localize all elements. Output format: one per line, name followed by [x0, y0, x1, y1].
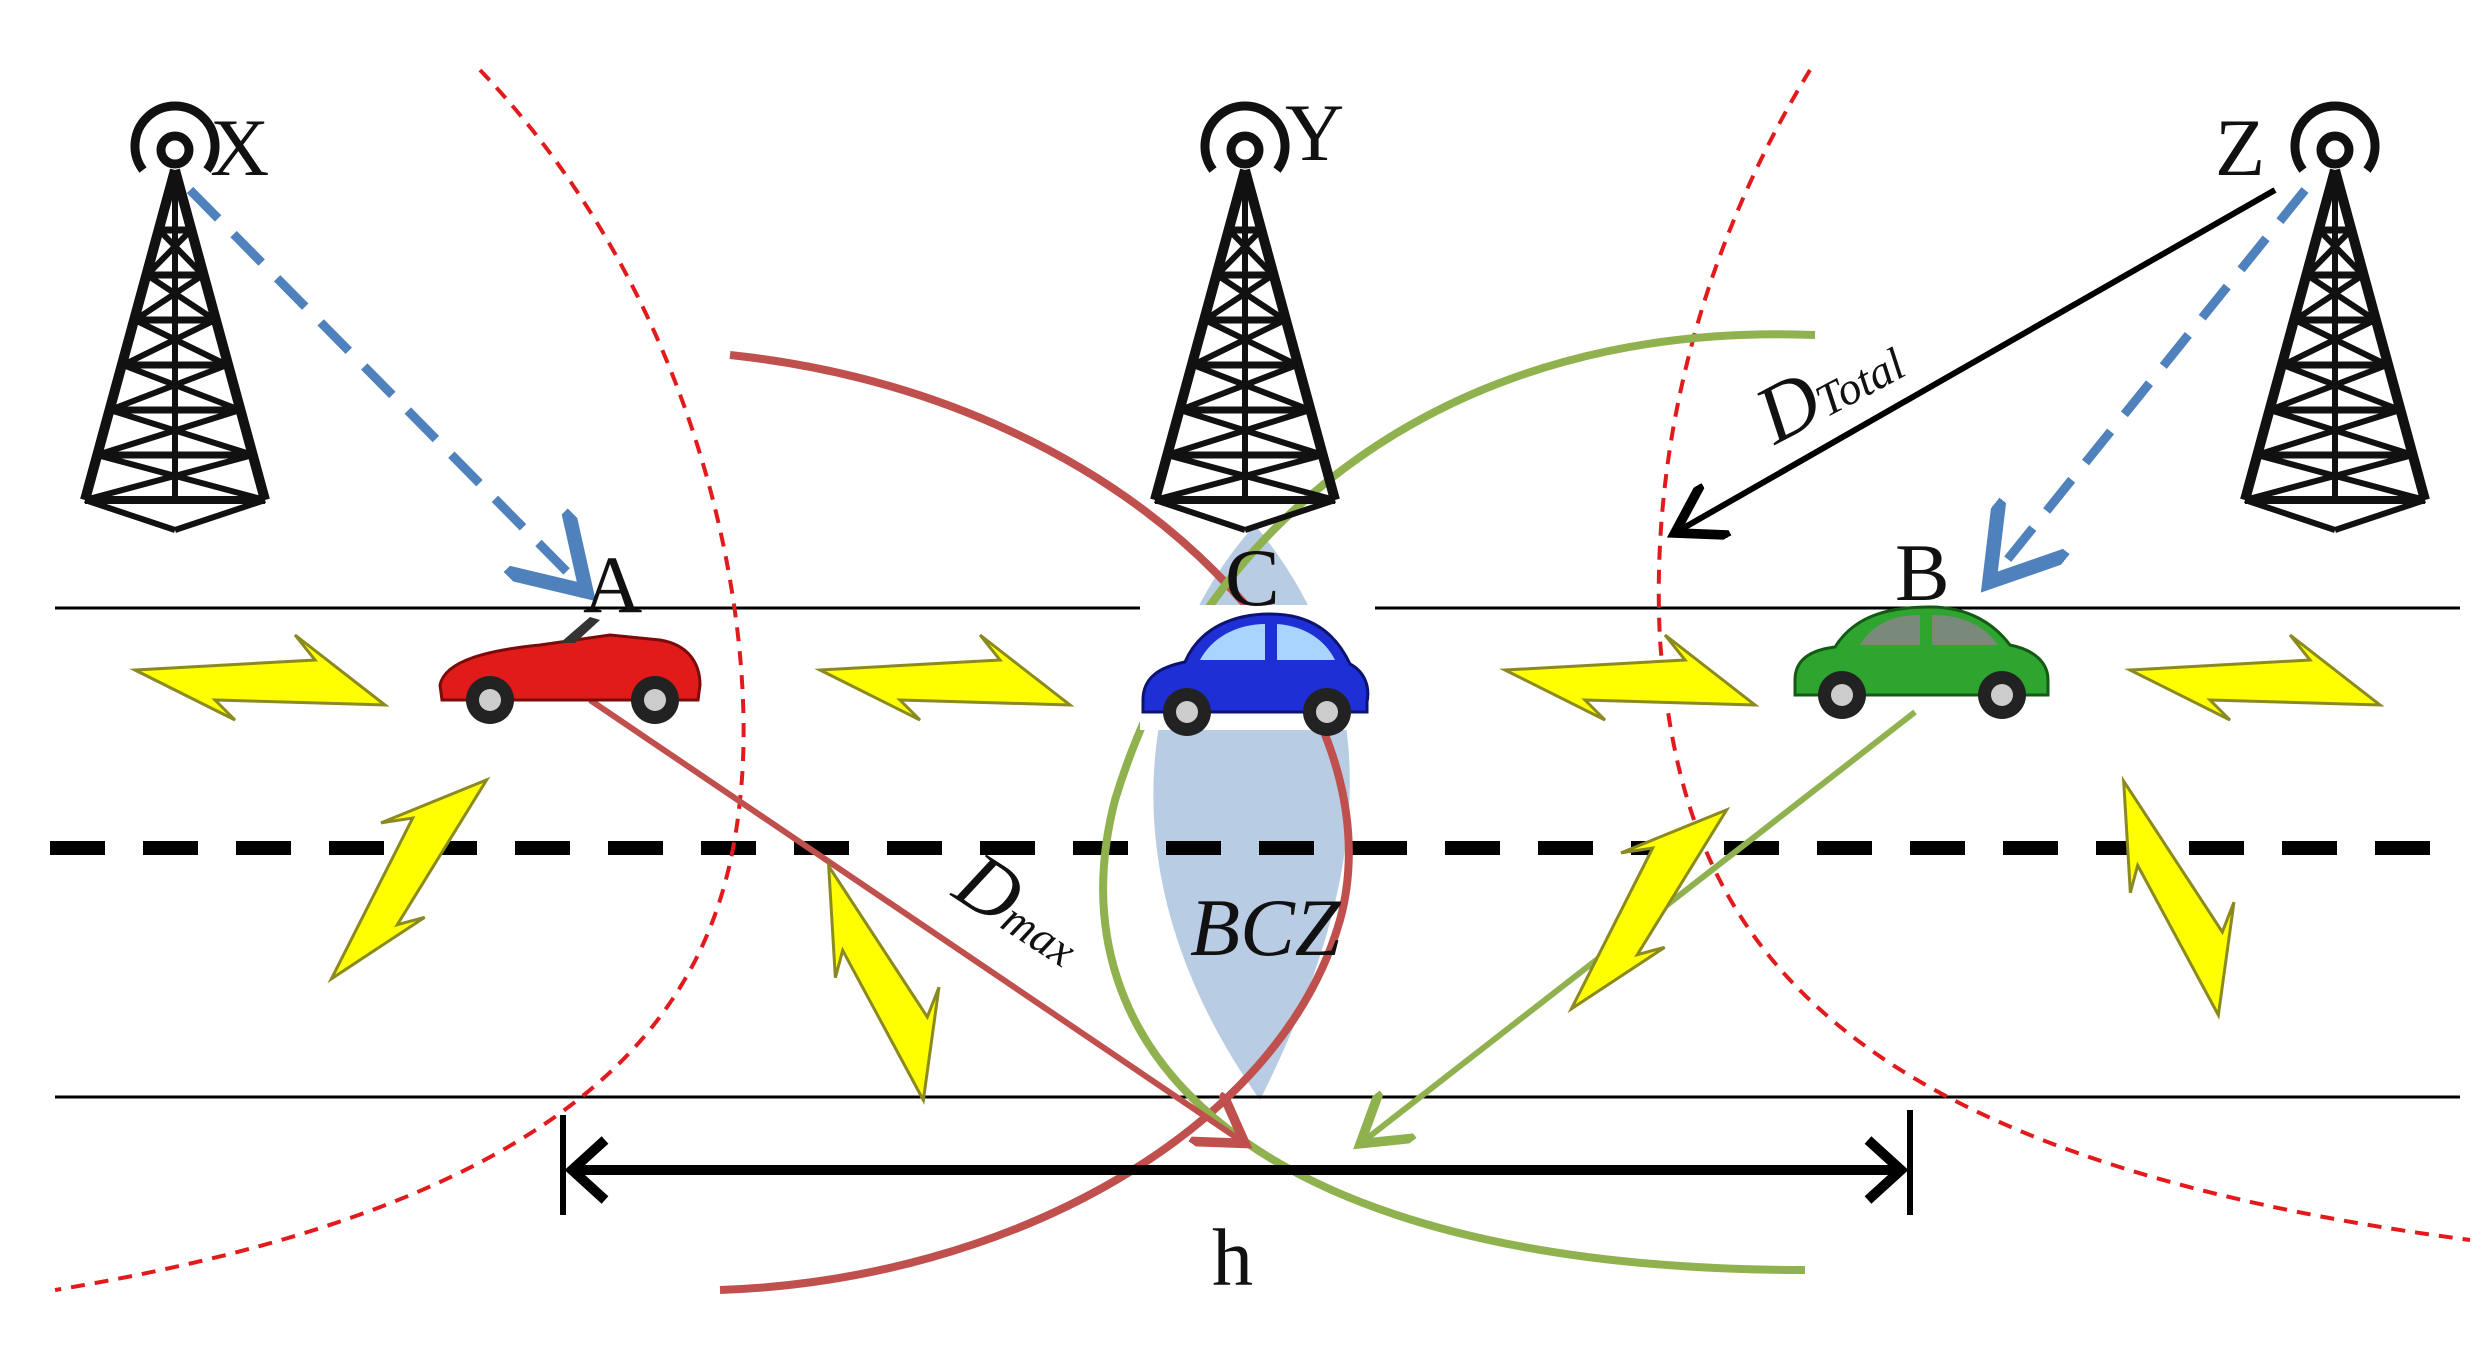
- h-label: h: [1212, 1212, 1253, 1303]
- d-max-arrow: [588, 697, 1240, 1140]
- vehicle-c-label: C: [1225, 532, 1280, 623]
- lightning-bolt: [2128, 633, 2382, 722]
- range-arc-a: [719, 351, 1353, 1294]
- vehicle-c-car: [1141, 612, 1370, 736]
- tower-z-label: Z: [2215, 102, 2265, 193]
- d-total-arrow: [1680, 187, 2277, 530]
- coverage-circle-x: [54, 68, 746, 1292]
- vehicle-b-car: [1793, 605, 2050, 719]
- h-arrowhead-right: [1864, 1136, 1909, 1204]
- lightning-bolt: [133, 633, 387, 722]
- lightning-bolt: [818, 633, 1072, 722]
- lightning-bolt: [1503, 633, 1757, 722]
- range-arc-b: [1099, 330, 1816, 1274]
- vehicle-a-label: A: [583, 539, 642, 630]
- vehicle-a-car: [438, 617, 702, 724]
- bcz-label: BCZ: [1190, 882, 1342, 973]
- tower-z: [2245, 106, 2425, 530]
- lightning-bolt: [2078, 762, 2281, 1025]
- coverage-circle-z: [1656, 68, 2471, 1242]
- lightning-bolt: [1539, 773, 1742, 1036]
- tower-y-label: Y: [1285, 87, 1344, 178]
- signal-link-x-a: [186, 186, 580, 585]
- signal-link-z-b: [1995, 187, 2309, 575]
- lightning-bolt: [299, 743, 502, 1006]
- d-max-label: D max: [939, 833, 1085, 977]
- h-arrowhead-left: [564, 1136, 609, 1204]
- tower-x-label: X: [210, 102, 269, 193]
- d-total-sub: Total: [1807, 338, 1913, 427]
- vehicle-b-label: B: [1895, 527, 1950, 618]
